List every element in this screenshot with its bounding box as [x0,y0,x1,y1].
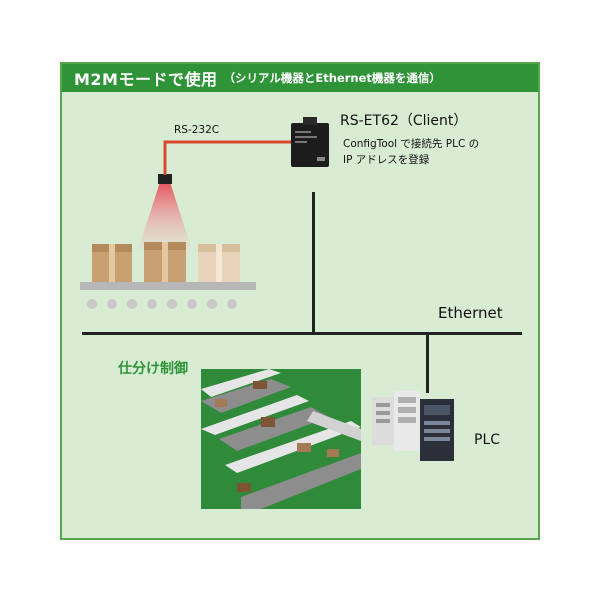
sorting-line-icon [201,369,361,509]
parcel [327,449,339,457]
barcode-scanner-icon [158,174,172,184]
parcel [253,381,267,389]
conveyor-lane [241,453,361,509]
diagram-title: M2Mモードで使用 [74,70,218,89]
belt-rollers [87,299,237,309]
ethernet-bus [82,332,522,335]
cardboard-box [198,244,240,282]
belt-surface [80,282,256,290]
plc-label: PLC [474,432,501,448]
conveyor-wall [201,369,281,397]
diagram-subtitle: （シリアル機器とEthernet機器を通信） [223,71,441,85]
parcel [261,417,275,427]
cardboard-box [92,244,132,282]
conveyor-wall [201,395,309,435]
rs232c-label: RS-232C [174,124,220,136]
diagram-panel: M2Mモードで使用 （シリアル機器とEthernet機器を通信） [60,62,540,540]
conveyor-lane [219,407,329,451]
sorting-control-label: 仕分け制御 [118,361,188,377]
ethernet-label: Ethernet [438,304,503,322]
rs232c-cable [163,140,294,175]
title-bar: M2Mモードで使用 （シリアル機器とEthernet機器を通信） [62,64,538,92]
conveyor-wall [307,411,361,441]
cardboard-box [144,242,186,282]
ethernet-drop-plc [426,335,429,393]
parcel [237,483,251,492]
ethernet-drop-device [312,192,315,333]
conveyor-wall [225,421,361,473]
rs-et62-device-icon [291,117,329,167]
config-instruction-line1: ConfigTool で接続先 PLC の [343,138,480,150]
config-instruction-line2: IP アドレスを登録 [343,154,430,166]
scanner-beam [138,182,192,250]
conveyor-belt-icon [80,174,256,309]
parcel [215,399,227,407]
parcel [297,443,311,452]
device-name: RS-ET62（Client） [340,113,468,129]
plc-controller-icon [372,391,454,461]
